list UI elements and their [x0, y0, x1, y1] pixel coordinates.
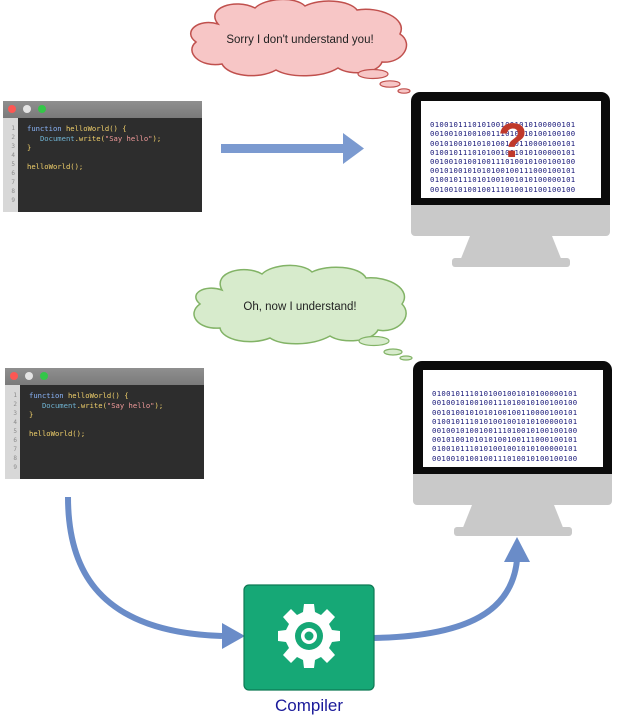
line-number: 3: [13, 410, 17, 417]
line-number: 4: [13, 419, 17, 426]
minimize-dot-icon: [23, 105, 31, 113]
compiler-label: Compiler: [274, 696, 344, 715]
line-number: 1: [11, 125, 15, 132]
line-number: 5: [13, 428, 17, 435]
maximize-dot-icon: [40, 372, 48, 380]
monitor-base: [452, 258, 570, 267]
monitor-stand: [460, 236, 562, 261]
compiler-box: [243, 584, 375, 691]
line-number: 6: [13, 437, 17, 444]
thought-bubble-confused: [189, 0, 411, 94]
monitor-stand: [462, 505, 564, 530]
code-editor-window-top: 1 2 3 4 5 6 7 8 9 function helloWorld() …: [3, 101, 202, 212]
bubble-text-confused: Sorry I don't understand you!: [226, 34, 374, 46]
monitor-chin: [411, 205, 610, 236]
line-number: 2: [13, 401, 17, 408]
thought-dot: [399, 355, 413, 361]
monitor-bottom: [413, 361, 612, 536]
line-number: 8: [13, 455, 17, 462]
thought-dot: [379, 80, 401, 88]
thought-dot: [357, 68, 389, 80]
monitor-screen: [423, 370, 603, 467]
window-titlebar: [3, 101, 202, 118]
monitor-base: [454, 527, 572, 536]
close-dot-icon: [10, 372, 18, 380]
line-number-gutter: 1 2 3 4 5 6 7 8 9: [5, 385, 20, 479]
line-number: 5: [11, 161, 15, 168]
line-number-gutter: 1 2 3 4 5 6 7 8 9: [3, 118, 18, 212]
thought-dot: [397, 88, 411, 94]
bubble-text-understood: Oh, now I understand!: [243, 301, 357, 313]
monitor-screen: [421, 101, 601, 198]
thought-dot: [358, 335, 390, 347]
monitor-chin: [413, 474, 612, 505]
gear-icon: [278, 604, 340, 668]
question-mark-icon: ?: [498, 115, 528, 168]
code-editor-window-bottom: 1 2 3 4 5 6 7 8 9 function helloWorld() …: [5, 368, 204, 479]
line-number: 3: [11, 143, 15, 150]
arrow-to-monitor: [373, 537, 530, 641]
line-number: 1: [13, 392, 17, 399]
thought-bubble-understood: [193, 264, 413, 361]
code-content: function helloWorld() { Document.write("…: [29, 391, 164, 438]
close-dot-icon: [8, 105, 16, 113]
monitor-top: [411, 92, 610, 267]
window-titlebar: [5, 368, 204, 385]
minimize-dot-icon: [25, 372, 33, 380]
arrow-direct: [221, 133, 364, 164]
line-number: 9: [13, 464, 17, 471]
line-number: 8: [11, 188, 15, 195]
thought-dot: [383, 348, 403, 356]
code-content: function helloWorld() { Document.write("…: [27, 124, 162, 171]
line-number: 6: [11, 170, 15, 177]
line-number: 7: [13, 446, 17, 453]
maximize-dot-icon: [38, 105, 46, 113]
line-number: 7: [11, 179, 15, 186]
arrow-to-compiler: [65, 496, 245, 649]
line-number: 9: [11, 197, 15, 204]
line-number: 4: [11, 152, 15, 159]
line-number: 2: [11, 134, 15, 141]
